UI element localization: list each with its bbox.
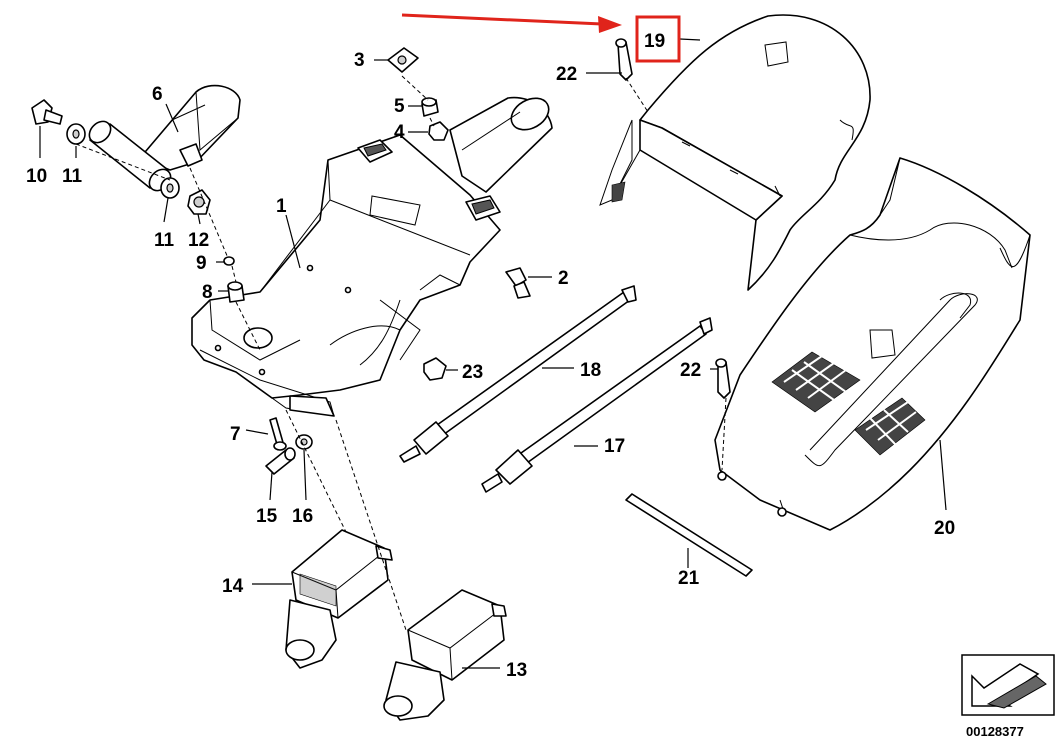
trim-grille-right <box>854 397 926 456</box>
label-16[interactable]: 16 <box>292 506 313 527</box>
washer-16 <box>295 434 313 450</box>
screw-2 <box>505 267 531 299</box>
catalog-number: 00128377 <box>966 724 1024 739</box>
label-11-lower[interactable]: 11 <box>154 230 175 251</box>
trim-strip-21 <box>625 493 753 577</box>
label-23[interactable]: 23 <box>462 362 483 383</box>
label-6[interactable]: 6 <box>152 84 163 105</box>
label-8[interactable]: 8 <box>202 282 213 303</box>
bushing-5 <box>421 97 439 117</box>
trim-grille-left <box>771 351 861 413</box>
assembly-lines <box>75 75 727 631</box>
adjust-motor-14 <box>285 529 393 669</box>
lower-column-trim <box>714 157 1031 531</box>
washer-11-upper <box>66 123 86 145</box>
washer-11-lower <box>160 177 180 199</box>
label-1[interactable]: 1 <box>276 196 287 217</box>
highlight-arrow <box>401 13 622 33</box>
part-9 <box>223 256 235 266</box>
label-22-lower[interactable]: 22 <box>680 360 701 381</box>
bolt-10 <box>31 99 63 125</box>
label-15[interactable]: 15 <box>256 506 278 527</box>
label-13[interactable]: 13 <box>506 660 527 681</box>
label-20[interactable]: 20 <box>934 518 955 539</box>
adjust-lever <box>88 84 241 192</box>
push-pin-22-lower <box>715 358 731 399</box>
catalog-badge: 00128377 <box>961 654 1055 739</box>
nut-12 <box>187 189 211 215</box>
label-21[interactable]: 21 <box>678 568 700 589</box>
screw-7 <box>269 417 287 451</box>
label-11-upper[interactable]: 11 <box>62 166 83 187</box>
drive-shaft-17 <box>481 317 713 493</box>
label-10[interactable]: 10 <box>26 166 47 187</box>
leader-lines <box>39 38 947 669</box>
label-18[interactable]: 18 <box>580 360 601 381</box>
column-tube <box>449 96 553 193</box>
bushing-8 <box>227 281 245 303</box>
push-pin-22-upper <box>615 38 633 81</box>
label-19[interactable]: 19 <box>644 31 665 52</box>
screw-15 <box>265 447 296 475</box>
steering-column-bracket <box>191 134 501 417</box>
label-4[interactable]: 4 <box>394 122 405 143</box>
label-12[interactable]: 12 <box>188 230 209 251</box>
label-17[interactable]: 17 <box>604 436 625 457</box>
drive-shaft-18 <box>399 285 637 463</box>
label-2[interactable]: 2 <box>558 268 569 289</box>
label-14[interactable]: 14 <box>222 576 244 597</box>
nut-23 <box>423 357 447 381</box>
upper-column-trim <box>599 14 871 291</box>
highlighted-label-19[interactable]: 19 <box>635 15 681 63</box>
part-labels: 1 2 3 4 5 6 7 8 9 10 11 11 12 13 14 15 1… <box>26 50 955 681</box>
label-22-upper[interactable]: 22 <box>556 64 577 85</box>
adjust-motor-13 <box>383 589 507 721</box>
label-5[interactable]: 5 <box>394 96 405 117</box>
nut-4 <box>428 121 449 141</box>
label-9[interactable]: 9 <box>196 253 207 274</box>
clip-3 <box>387 47 419 73</box>
label-7[interactable]: 7 <box>230 424 241 445</box>
label-3[interactable]: 3 <box>354 50 365 71</box>
